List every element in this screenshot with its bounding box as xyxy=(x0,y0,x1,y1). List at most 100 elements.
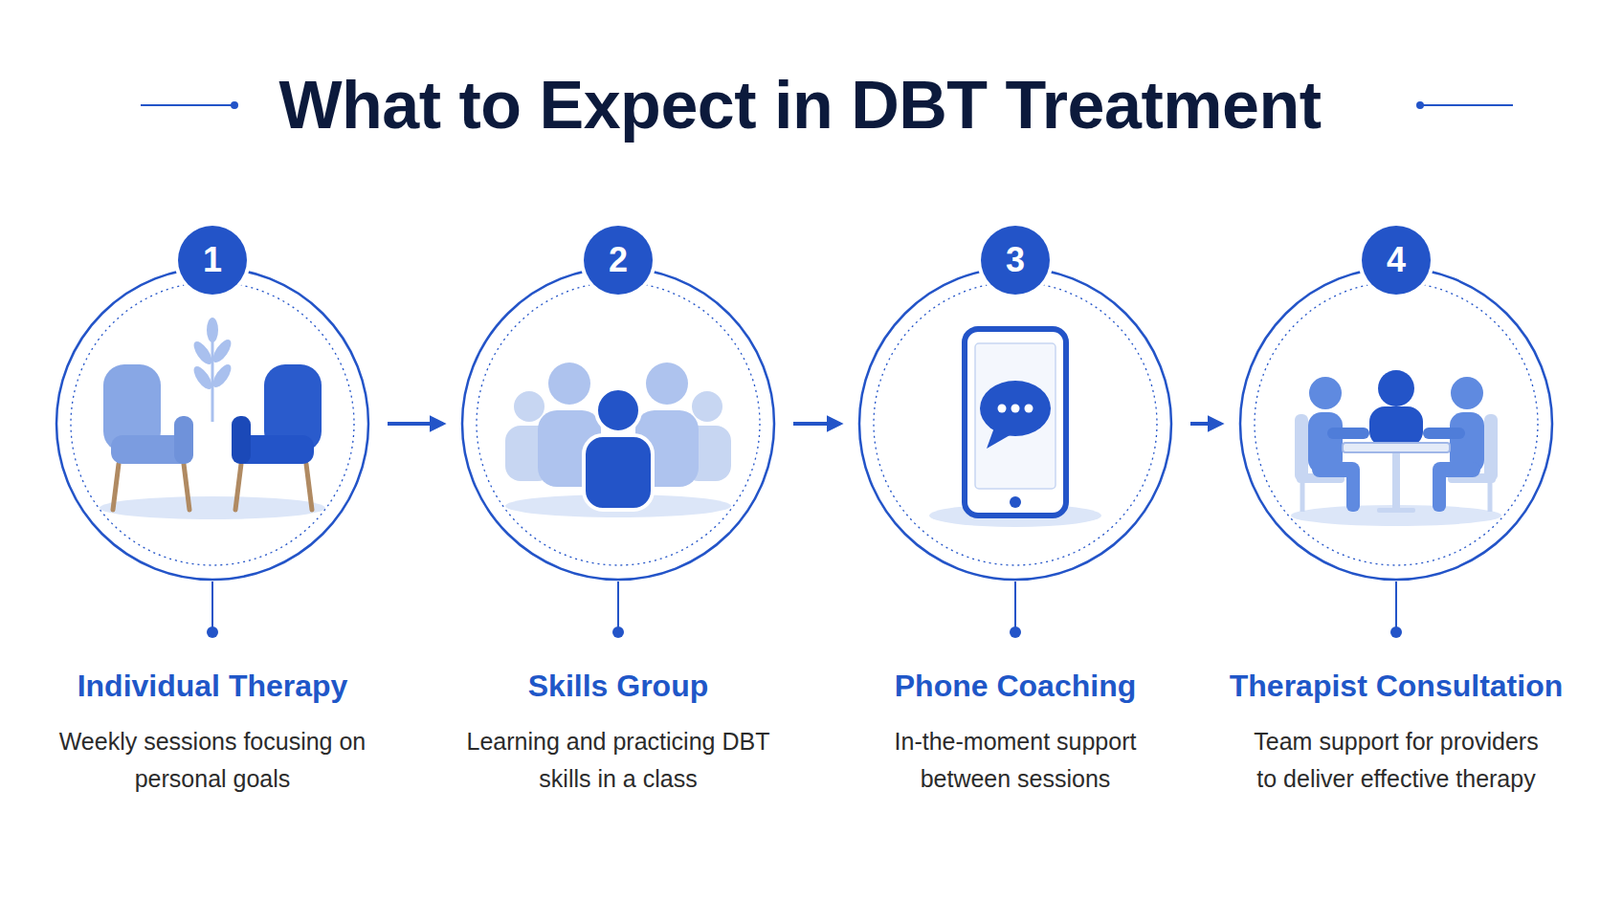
step-node: 3Phone CoachingIn-the-moment support bet… xyxy=(857,266,1174,582)
step-circle xyxy=(460,266,777,582)
armchair-icon xyxy=(231,364,322,511)
number-badge: 3 xyxy=(980,225,1050,295)
outer-ring xyxy=(56,267,369,580)
phone-button xyxy=(1009,496,1022,509)
floor-shadow xyxy=(99,496,326,520)
outer-ring xyxy=(859,267,1172,580)
step-circle xyxy=(1238,266,1555,582)
flow-arrow xyxy=(793,422,841,426)
chair-arm xyxy=(174,416,194,465)
person-body xyxy=(1369,406,1423,447)
chair-back xyxy=(1484,414,1498,482)
step-description: Team support for providers to deliver ef… xyxy=(1241,723,1552,799)
plant-leaf xyxy=(190,338,216,368)
step-description: Weekly sessions focusing on personal goa… xyxy=(57,723,368,799)
chair-leg xyxy=(306,464,312,511)
number-badge: 4 xyxy=(1361,225,1431,295)
chair-leg xyxy=(1300,483,1306,512)
person-arm xyxy=(1422,427,1466,440)
flow-arrow xyxy=(1190,422,1222,426)
step-description: In-the-moment support between sessions xyxy=(860,723,1171,799)
plant-icon xyxy=(190,317,235,423)
step-heading: Phone Coaching xyxy=(800,666,1231,706)
person-head xyxy=(513,391,545,423)
plant-leaf xyxy=(209,336,235,366)
person-leg xyxy=(1346,466,1360,512)
leader-dot xyxy=(206,626,219,639)
chair-leg xyxy=(183,464,190,511)
bubble-dot xyxy=(1024,404,1034,414)
number-badge: 2 xyxy=(583,225,653,295)
step-number: 2 xyxy=(583,225,653,295)
bubble-dot xyxy=(998,404,1007,414)
armchair-icon xyxy=(103,364,194,511)
number-badge: 1 xyxy=(177,225,247,295)
person-head xyxy=(1450,377,1484,410)
rule-line xyxy=(140,104,235,107)
phone-body xyxy=(964,329,1067,516)
diagram-title: What to Expect in DBT Treatment xyxy=(0,65,1600,146)
person-head xyxy=(1377,370,1415,407)
leader-line xyxy=(211,581,214,629)
floor-shadow xyxy=(1290,505,1502,527)
step-number: 1 xyxy=(177,225,247,295)
inner-ring xyxy=(873,282,1157,566)
plant-leaf xyxy=(209,361,235,391)
plant-leaf xyxy=(206,317,219,343)
chair-leg xyxy=(112,464,119,511)
leader-line xyxy=(1014,581,1017,629)
bubble-dot xyxy=(1011,404,1021,414)
table-leg xyxy=(1392,452,1400,511)
chat-bubble xyxy=(979,380,1051,437)
step-node: 4Therapist ConsultationTeam support for … xyxy=(1238,266,1555,582)
rule-line xyxy=(1420,104,1513,107)
outer-ring xyxy=(462,267,775,580)
leader-line xyxy=(1395,581,1398,629)
inner-ring xyxy=(476,282,760,566)
person-leg xyxy=(1432,466,1446,512)
step-heading: Skills Group xyxy=(402,666,834,706)
chair-leg xyxy=(1488,483,1493,512)
person-head xyxy=(596,388,641,433)
leader-dot xyxy=(612,626,624,639)
plant-leaf xyxy=(190,363,216,393)
step-circle xyxy=(857,266,1174,582)
leader-line xyxy=(617,581,620,629)
inner-ring xyxy=(70,282,355,566)
flow-arrow xyxy=(387,422,444,426)
step-circle xyxy=(54,266,371,582)
chair-back xyxy=(1294,414,1309,482)
chair-arm xyxy=(231,416,251,465)
person-head xyxy=(645,362,689,405)
person-body xyxy=(583,435,653,511)
step-description: Learning and practicing DBT skills in a … xyxy=(463,723,774,799)
leader-lines xyxy=(206,581,1402,639)
table-top xyxy=(1342,443,1450,453)
person-head xyxy=(691,391,723,423)
chair-leg xyxy=(235,464,242,511)
step-number: 4 xyxy=(1361,225,1431,295)
meeting-illustration xyxy=(1290,370,1502,527)
chairs-illustration xyxy=(99,317,326,520)
phone-screen xyxy=(975,343,1056,489)
phone-illustration xyxy=(929,329,1102,528)
leader-dot xyxy=(1009,626,1022,639)
outer-ring xyxy=(1240,267,1553,580)
rule-dot xyxy=(1416,101,1424,110)
person-head xyxy=(1309,377,1342,410)
group-illustration xyxy=(505,362,732,518)
inner-ring xyxy=(1254,282,1538,566)
step-node: 1Individual TherapyWeekly sessions focus… xyxy=(54,266,371,582)
person-arm xyxy=(1327,427,1370,440)
table-foot xyxy=(1377,508,1416,513)
person-head xyxy=(548,362,591,405)
leader-dot xyxy=(1390,626,1402,639)
step-node: 2Skills GroupLearning and practicing DBT… xyxy=(460,266,777,582)
step-number: 3 xyxy=(980,225,1050,295)
step-heading: Individual Therapy xyxy=(0,666,428,706)
step-heading: Therapist Consultation xyxy=(1180,666,1600,706)
rule-dot xyxy=(230,101,239,110)
